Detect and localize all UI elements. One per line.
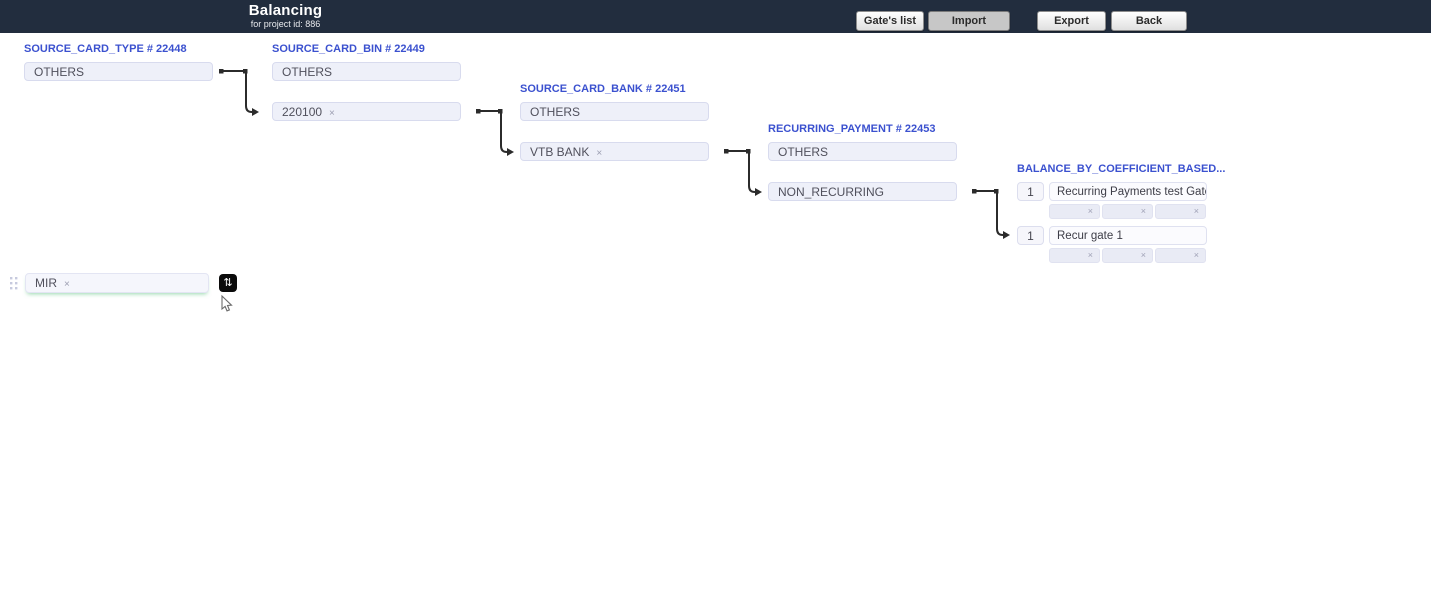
- gate-slot-clear[interactable]: ×: [1155, 248, 1206, 263]
- page-title: Balancing: [248, 2, 323, 19]
- chip-label: MIR: [35, 276, 57, 290]
- connector-card-type-to-bin: [221, 70, 253, 113]
- chip-label: OTHERS: [530, 105, 581, 119]
- remove-icon[interactable]: ×: [329, 108, 335, 119]
- chip-label: OTHERS: [778, 145, 829, 159]
- export-button[interactable]: Export: [1037, 11, 1106, 31]
- gate-slot-clear[interactable]: ×: [1155, 204, 1206, 219]
- gates-list-button[interactable]: Gate's list: [856, 11, 924, 31]
- chip-label: OTHERS: [282, 65, 333, 79]
- connector-endpoints: [476, 109, 514, 156]
- drag-handle-icon[interactable]: [10, 277, 18, 290]
- gate-slot-clear[interactable]: ×: [1049, 204, 1100, 219]
- column-label-recurring-payment: RECURRING_PAYMENT # 22453: [768, 123, 936, 135]
- gate-slot-clear[interactable]: ×: [1049, 248, 1100, 263]
- column-label-source-card-type: SOURCE_CARD_TYPE # 22448: [24, 43, 187, 55]
- palette-chip-mir[interactable]: MIR ×: [25, 273, 209, 293]
- remove-icon[interactable]: ×: [64, 279, 70, 290]
- gate-coefficient-input[interactable]: 1: [1017, 182, 1044, 201]
- column-label-source-card-bank: SOURCE_CARD_BANK # 22451: [520, 83, 686, 95]
- chip-recurring-others[interactable]: OTHERS: [768, 142, 957, 161]
- gate-coefficient-input[interactable]: 1: [1017, 226, 1044, 245]
- header-bar: Balancing for project id: 886 Gate's lis…: [0, 0, 1431, 33]
- chip-card-bank-vtb[interactable]: VTB BANK ×: [520, 142, 709, 161]
- column-label-balance-by-coefficient: BALANCE_BY_COEFFICIENT_BASED...: [1017, 163, 1226, 175]
- gate-slot-clear[interactable]: ×: [1102, 204, 1153, 219]
- gate-name-box[interactable]: Recurring Payments test Gate: [1049, 182, 1207, 201]
- gate-slot-clear[interactable]: ×: [1102, 248, 1153, 263]
- chip-card-type-others[interactable]: OTHERS: [24, 62, 213, 81]
- chip-label: NON_RECURRING: [778, 185, 885, 199]
- mouse-cursor: [221, 294, 233, 312]
- chip-label: VTB BANK: [530, 145, 590, 159]
- connector-recurring-to-gates: [974, 190, 1004, 236]
- import-button[interactable]: Import: [928, 11, 1010, 31]
- chip-label: 220100: [282, 105, 323, 119]
- gate-name-box[interactable]: Recur gate 1: [1049, 226, 1207, 245]
- page-subtitle: for project id: 886: [250, 19, 321, 29]
- connector-bin-to-bank: [478, 110, 508, 153]
- connector-endpoints: [724, 149, 762, 196]
- connector-bank-to-recurring: [726, 150, 756, 193]
- remove-icon[interactable]: ×: [596, 148, 603, 159]
- chip-card-bank-others[interactable]: OTHERS: [520, 102, 709, 121]
- chip-card-bin-220100[interactable]: 220100 ×: [272, 102, 461, 121]
- connector-endpoints: [219, 69, 259, 116]
- back-button[interactable]: Back: [1111, 11, 1187, 31]
- connector-endpoints: [972, 189, 1010, 239]
- chip-non-recurring[interactable]: NON_RECURRING: [768, 182, 957, 201]
- chip-label: OTHERS: [34, 65, 85, 79]
- page-title-block: Balancing for project id: 886: [213, 2, 358, 30]
- column-label-source-card-bin: SOURCE_CARD_BIN # 22449: [272, 43, 425, 55]
- swap-connections-button[interactable]: ⇅: [219, 274, 237, 292]
- chip-card-bin-others[interactable]: OTHERS: [272, 62, 461, 81]
- swap-vertical-icon: ⇅: [223, 277, 233, 289]
